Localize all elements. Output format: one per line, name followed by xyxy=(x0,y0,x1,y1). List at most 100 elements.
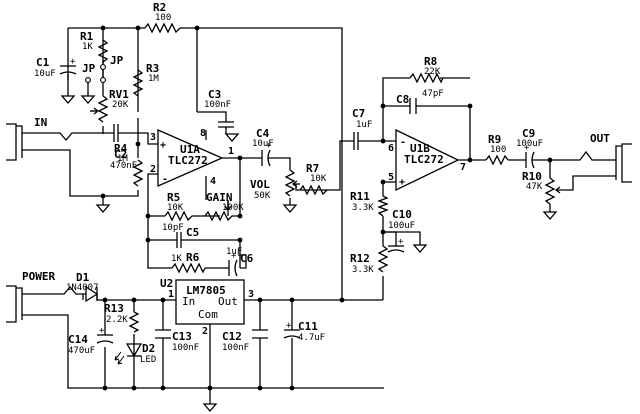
power-jack-symbol xyxy=(6,285,23,323)
c4-plus-sign: + xyxy=(266,141,272,151)
r13-value: 2.2K xyxy=(106,315,128,325)
c4-ref: C4 xyxy=(256,127,270,140)
c8-symbol xyxy=(407,98,420,114)
c2-ref: C2 xyxy=(114,148,127,161)
c14-symbol xyxy=(96,334,114,344)
gain-pot-symbol xyxy=(204,210,236,222)
r6-symbol xyxy=(171,262,206,274)
r3-value: 1M xyxy=(148,74,159,84)
r5-value: 10K xyxy=(167,203,184,213)
c13-ref: C13 xyxy=(172,330,192,343)
r9-value: 100 xyxy=(490,145,506,155)
jp-label-upper: JP xyxy=(110,54,124,67)
u2-value: LM7805 xyxy=(186,284,226,297)
d2-led-symbol xyxy=(114,343,143,365)
r12-value: 3.3K xyxy=(352,265,374,275)
c8-ref: C8 xyxy=(396,93,409,106)
c13-value: 100nF xyxy=(172,343,199,353)
c10-value: 100uF xyxy=(388,221,415,231)
gain-value: 100K xyxy=(222,203,244,213)
r8-value: 22K xyxy=(424,67,441,77)
u2-pin-1: 1 xyxy=(168,289,174,300)
c2-symbol xyxy=(110,124,122,142)
r9-symbol xyxy=(485,154,509,166)
r12-ref: R12 xyxy=(350,252,370,265)
r9-ref: R9 xyxy=(488,133,501,146)
input-jack-symbol xyxy=(6,123,23,161)
r6-value: 1K xyxy=(171,254,182,264)
c4-symbol xyxy=(258,149,275,167)
c1-ref: C1 xyxy=(36,56,50,69)
r10-symbol xyxy=(544,177,556,205)
c5-symbol xyxy=(168,232,190,248)
junctions xyxy=(100,25,553,391)
c14-value: 470uF xyxy=(68,346,95,356)
u2-pin-2: 2 xyxy=(202,326,208,337)
u1a-plus-sign: + xyxy=(160,140,166,151)
u1b-ref: U1B xyxy=(410,142,430,155)
rv1-ref: RV1 xyxy=(109,88,129,101)
c11-symbol xyxy=(283,329,301,339)
r7-symbol xyxy=(299,184,328,196)
u2-com-label: Com xyxy=(198,308,218,321)
c9-plus-sign: + xyxy=(524,143,530,153)
r8-symbol xyxy=(409,72,444,84)
c3-symbol xyxy=(218,121,234,134)
c9-ref: C9 xyxy=(522,127,535,140)
r13-symbol xyxy=(128,311,140,333)
c7-symbol xyxy=(350,132,362,150)
r8-ref: R8 xyxy=(424,55,437,68)
r4-symbol xyxy=(132,159,144,187)
r2-ref: R2 xyxy=(153,1,166,14)
r6-ref: R6 xyxy=(186,251,200,264)
c12-symbol xyxy=(252,329,268,339)
u1b-pin-6: 6 xyxy=(388,143,394,154)
u2-pin-3: 3 xyxy=(248,289,254,300)
u1a-pin-8: 8 xyxy=(200,128,206,139)
u2-regulator-symbol xyxy=(175,279,245,325)
r4-ref: R4 xyxy=(114,142,128,155)
u1a-value: TLC272 xyxy=(168,154,208,167)
r11-symbol xyxy=(377,195,389,217)
c7-ref: C7 xyxy=(352,107,365,120)
r1-symbol xyxy=(97,39,109,63)
r4-value: 1M xyxy=(117,154,128,164)
r3-symbol xyxy=(132,69,144,97)
r10-value: 47K xyxy=(526,182,543,192)
d1-ref: D1 xyxy=(76,271,90,284)
input-label: IN xyxy=(34,116,47,129)
c12-value: 100nF xyxy=(222,343,249,353)
vol-pot-symbol xyxy=(284,169,296,197)
vol-pot-wiper xyxy=(291,180,300,188)
c7-value: 1uF xyxy=(356,120,372,130)
c1-plus-sign: + xyxy=(70,57,76,67)
d2-value: LED xyxy=(140,355,156,365)
jp-label-lower: JP xyxy=(82,62,96,75)
c5-value: 10pF xyxy=(162,223,184,233)
u1b-value: TLC272 xyxy=(404,153,444,166)
rv1-wiper xyxy=(90,107,100,115)
c5-ref: C5 xyxy=(186,226,199,239)
d1-value: 1N4007 xyxy=(66,283,99,293)
c9-value: 100uF xyxy=(516,139,543,149)
c13-symbol xyxy=(155,329,171,339)
gain-pot-wiper xyxy=(224,200,232,212)
c10-symbol xyxy=(387,245,405,253)
r5-symbol xyxy=(164,210,195,222)
u1a-minus-sign: - xyxy=(162,174,168,185)
r5-ref: R5 xyxy=(167,191,180,204)
r2-value: 100 xyxy=(155,13,171,23)
output-jack-symbol xyxy=(606,143,632,183)
r1-value: 1K xyxy=(82,42,93,52)
output-label: OUT xyxy=(590,132,610,145)
r7-ref: R7 xyxy=(306,162,319,175)
c2-value: 470nF xyxy=(110,161,137,171)
u1a-pin-3: 3 xyxy=(150,132,156,143)
d1-diode-symbol xyxy=(83,285,99,303)
wires xyxy=(22,27,606,404)
c1-value: 10uF xyxy=(34,69,56,79)
c10-plus-sign: + xyxy=(398,237,404,247)
u1a-opamp-symbol xyxy=(157,129,224,187)
c6-symbol xyxy=(225,259,238,277)
